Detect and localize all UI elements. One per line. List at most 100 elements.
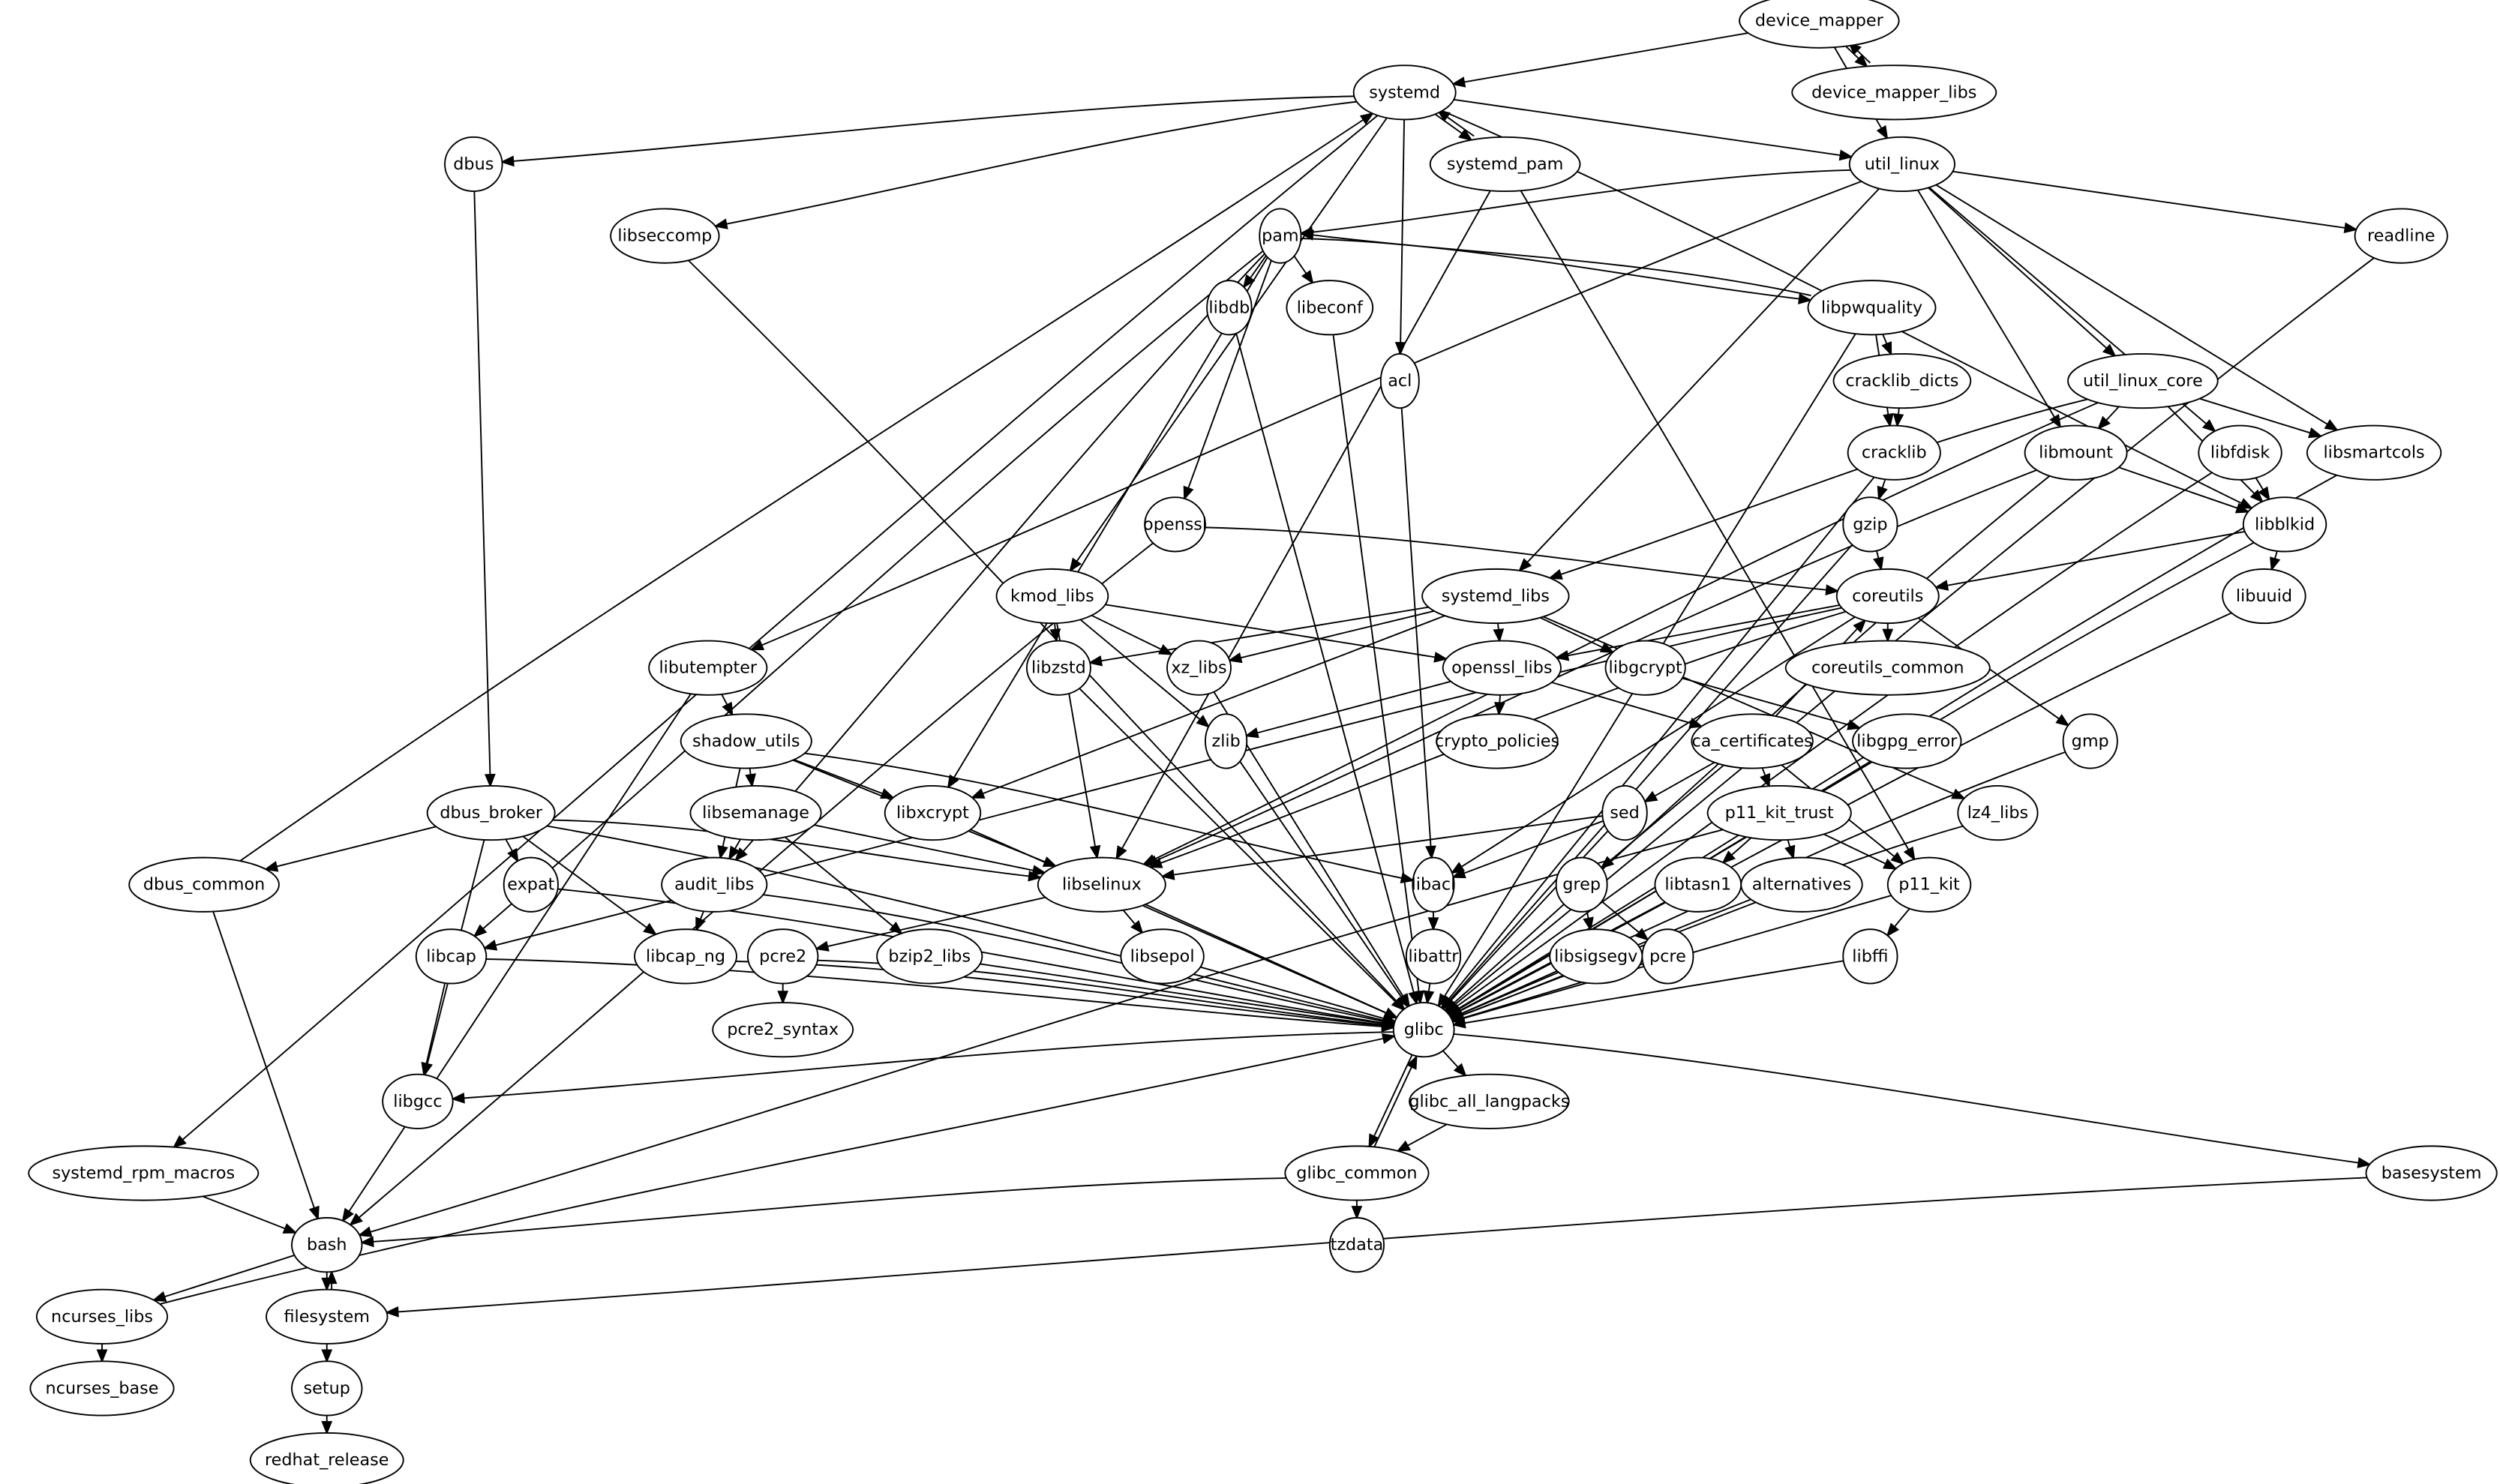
- node-dbus_common[interactable]: dbus_common: [128, 856, 280, 913]
- arrowhead-icon: [970, 788, 986, 799]
- node-shadow_utils[interactable]: shadow_utils: [680, 713, 812, 769]
- node-device_mapper[interactable]: device_mapper: [1739, 0, 1900, 49]
- edge-glibc_common-to-glibc: [1373, 1055, 1418, 1149]
- node-systemd_libs[interactable]: systemd_libs: [1421, 568, 1570, 625]
- node-sed[interactable]: sed: [1601, 784, 1648, 841]
- node-grep[interactable]: grep: [1555, 856, 1608, 913]
- node-libfdisk[interactable]: libfdisk: [2198, 424, 2282, 481]
- node-ncurses_libs[interactable]: ncurses_libs: [35, 1288, 169, 1345]
- node-dbus_broker[interactable]: dbus_broker: [426, 784, 556, 841]
- edge-libutempter-to-shadow_utils: [721, 694, 734, 717]
- node-alternatives[interactable]: alternatives: [1740, 856, 1863, 913]
- edge-openssl_libs-to-zlib: [1244, 680, 1451, 739]
- node-openssl[interactable]: openssl: [1143, 496, 1207, 553]
- arrowhead-icon: [2308, 427, 2323, 439]
- node-gzip[interactable]: gzip: [1842, 496, 1898, 553]
- arrowhead-icon: [745, 773, 756, 788]
- node-libpwquality[interactable]: libpwquality: [1807, 280, 1937, 336]
- node-cracklib_dicts[interactable]: cracklib_dicts: [1832, 352, 1972, 409]
- node-libsigsegv[interactable]: libsigsegv: [1549, 928, 1643, 985]
- node-device_mapper_libs[interactable]: device_mapper_libs: [1791, 64, 1997, 121]
- node-libutempter[interactable]: libutempter: [648, 640, 768, 696]
- arrowhead-icon: [1493, 628, 1505, 643]
- node-ca_certificates[interactable]: ca_certificates: [1691, 713, 1814, 769]
- node-lz4_libs[interactable]: lz4_libs: [1957, 784, 2039, 841]
- node-redhat_release[interactable]: redhat_release: [249, 1432, 404, 1484]
- node-libseccomp[interactable]: libseccomp: [610, 208, 720, 264]
- node-libtasn1[interactable]: libtasn1: [1654, 856, 1742, 913]
- node-libsmartcols[interactable]: libsmartcols: [2306, 424, 2442, 481]
- node-systemd_pam[interactable]: systemd_pam: [1429, 136, 1581, 193]
- node-kmod_libs[interactable]: kmod_libs: [995, 568, 1109, 625]
- node-bash[interactable]: bash: [291, 1217, 363, 1273]
- node-acl[interactable]: acl: [1379, 352, 1420, 409]
- node-systemd_rpm_macros[interactable]: systemd_rpm_macros: [28, 1145, 260, 1201]
- node-libdb[interactable]: libdb: [1206, 280, 1253, 336]
- node-libmount[interactable]: libmount: [2024, 424, 2128, 481]
- node-pcre[interactable]: pcre: [1641, 928, 1694, 985]
- node-audit_libs[interactable]: audit_libs: [661, 856, 768, 913]
- node-libblkid[interactable]: libblkid: [2242, 496, 2327, 553]
- edge-libacl-to-libattr: [1427, 911, 1439, 931]
- node-p11_kit_trust[interactable]: p11_kit_trust: [1706, 784, 1852, 841]
- node-label: bash: [307, 1235, 347, 1255]
- node-util_linux[interactable]: util_linux: [1848, 136, 1955, 193]
- node-tzdata[interactable]: tzdata: [1328, 1217, 1385, 1273]
- node-libzstd[interactable]: libzstd: [1025, 640, 1091, 696]
- node-pcre2[interactable]: pcre2: [746, 928, 819, 985]
- node-glibc_common[interactable]: glibc_common: [1284, 1145, 1430, 1201]
- edge-device_mapper-to-systemd: [1451, 32, 1748, 88]
- edge-line: [1155, 469, 2037, 862]
- node-expat[interactable]: expat: [503, 856, 559, 913]
- node-setup[interactable]: setup: [291, 1360, 363, 1417]
- node-coreutils[interactable]: coreutils: [1835, 568, 1940, 625]
- node-libcap[interactable]: libcap: [415, 928, 488, 985]
- node-libacl[interactable]: libacl: [1412, 856, 1456, 913]
- node-systemd[interactable]: systemd: [1352, 64, 1457, 121]
- node-libcap_ng[interactable]: libcap_ng: [634, 928, 738, 985]
- node-bzip2_libs[interactable]: bzip2_libs: [876, 928, 983, 985]
- node-readline[interactable]: readline: [2354, 208, 2448, 264]
- arrowhead-icon: [1089, 844, 1101, 860]
- node-cracklib[interactable]: cracklib: [1847, 424, 1941, 481]
- node-glibc_all_langpacks[interactable]: glibc_all_langpacks: [1409, 1073, 1570, 1129]
- node-libgpg_error[interactable]: libgpg_error: [1852, 713, 1962, 769]
- arrowhead-icon: [485, 773, 496, 788]
- node-libffi[interactable]: libffi: [1842, 928, 1898, 985]
- node-coreutils_common[interactable]: coreutils_common: [1784, 640, 1991, 696]
- arrowhead-icon: [308, 1205, 320, 1221]
- edge-line: [1153, 402, 2099, 861]
- node-libuuid[interactable]: libuuid: [2222, 568, 2306, 625]
- arrowhead-icon: [1854, 54, 1868, 68]
- node-util_linux_core[interactable]: util_linux_core: [2066, 352, 2219, 409]
- edge-line: [398, 1177, 2367, 1313]
- node-zlib[interactable]: zlib: [1205, 713, 1248, 769]
- node-ncurses_base[interactable]: ncurses_base: [29, 1360, 175, 1417]
- node-label: libselinux: [1062, 875, 1142, 895]
- node-gmp[interactable]: gmp: [2062, 713, 2118, 769]
- node-label: libeconf: [1297, 298, 1364, 317]
- node-label: libtasn1: [1664, 875, 1731, 895]
- node-libxcrypt[interactable]: libxcrypt: [884, 784, 982, 841]
- node-ellipse: [1405, 928, 1462, 985]
- node-libselinux[interactable]: libselinux: [1037, 856, 1166, 913]
- node-crypto_policies[interactable]: crypto_policies: [1435, 713, 1559, 769]
- node-filesystem[interactable]: filesystem: [266, 1288, 389, 1345]
- node-dbus[interactable]: dbus: [444, 136, 503, 193]
- node-libsepol[interactable]: libsepol: [1120, 928, 1205, 985]
- arrowhead-icon: [1784, 844, 1796, 860]
- node-xz_libs[interactable]: xz_libs: [1166, 640, 1232, 696]
- node-openssl_libs[interactable]: openssl_libs: [1442, 640, 1562, 696]
- node-basesystem[interactable]: basesystem: [2365, 1145, 2498, 1201]
- node-p11_kit[interactable]: p11_kit: [1886, 856, 1972, 913]
- node-libattr[interactable]: libattr: [1405, 928, 1462, 985]
- node-libsemanage[interactable]: libsemanage: [689, 784, 822, 841]
- node-pcre2_syntax[interactable]: pcre2_syntax: [712, 1002, 854, 1058]
- node-pam[interactable]: pam: [1259, 208, 1302, 264]
- node-glibc[interactable]: glibc: [1392, 1002, 1455, 1058]
- node-libgcc[interactable]: libgcc: [382, 1073, 454, 1129]
- arrowhead-icon: [482, 940, 498, 951]
- node-libgcrypt[interactable]: libgcrypt: [1604, 640, 1686, 696]
- node-libeconf[interactable]: libeconf: [1286, 280, 1374, 336]
- edge-shadow_utils-to-libsemanage: [745, 768, 756, 788]
